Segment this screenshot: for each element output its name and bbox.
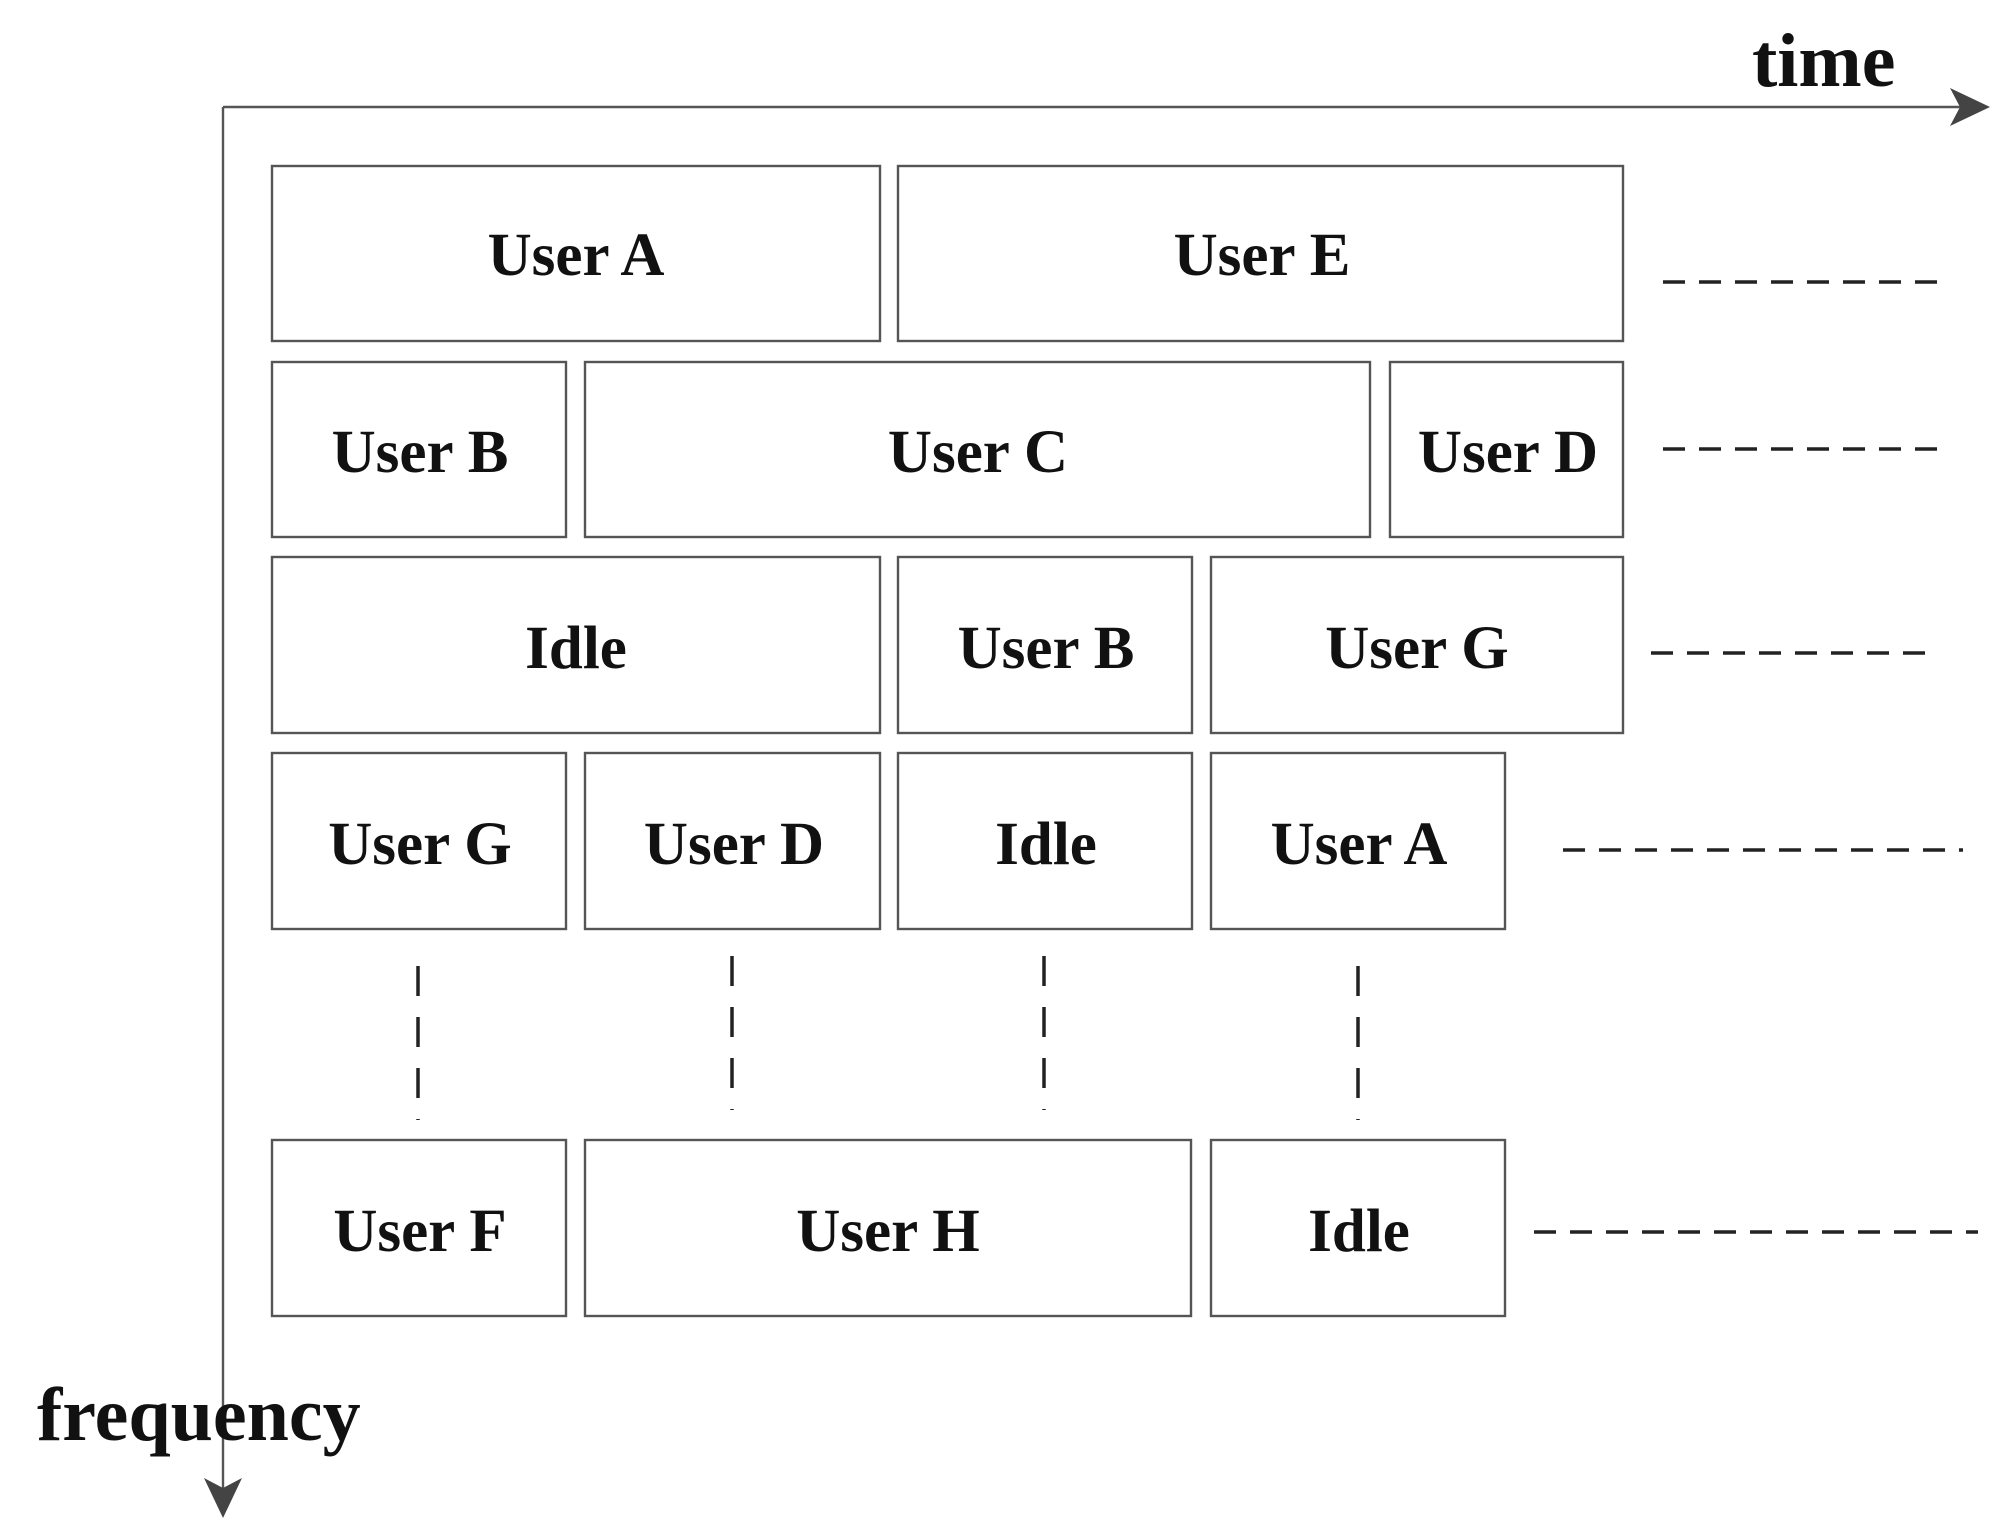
slot-label: Idle (525, 615, 627, 682)
row-last: User F User H Idle (270, 1138, 1978, 1318)
slot-label: User D (1418, 419, 1598, 486)
slot-row2-2 (583, 360, 1372, 539)
slot-label: User B (332, 419, 509, 486)
slot-row4-3 (896, 751, 1194, 931)
slot-label: User F (333, 1198, 506, 1265)
slot-label: User A (1271, 811, 1448, 878)
slot-row4-1 (270, 751, 568, 931)
time-axis-label: time (1752, 19, 1895, 103)
time-axis-arrowhead (1950, 88, 1990, 126)
slot-label: User G (1325, 615, 1509, 682)
slot-label: User E (1174, 222, 1351, 289)
slot-row5-3 (1209, 1138, 1507, 1318)
slot-row4-2 (583, 751, 882, 931)
slot-row3-3 (1209, 555, 1625, 735)
slot-row1-1 (270, 164, 882, 343)
slot-row5-1 (270, 1138, 568, 1318)
row-1: User A User E (270, 164, 1938, 343)
slot-row4-4 (1209, 751, 1507, 931)
slot-label: User G (328, 811, 512, 878)
slot-label: User D (644, 811, 824, 878)
row-2: User B User C User D (270, 360, 1938, 539)
slot-label: User A (488, 222, 665, 289)
slot-row3-1 (270, 555, 882, 735)
frequency-axis-arrowhead (204, 1478, 242, 1518)
slot-label: User H (796, 1198, 980, 1265)
slot-row3-2 (896, 555, 1194, 735)
slot-label: User C (888, 419, 1068, 486)
row-3: Idle User B User G (270, 555, 1928, 735)
slot-row2-3 (1388, 360, 1625, 539)
slot-row2-1 (270, 360, 568, 539)
slot-label: Idle (995, 811, 1097, 878)
slot-label: User B (958, 615, 1135, 682)
slot-row1-2 (896, 164, 1625, 343)
row-4: User G User D Idle User A (270, 751, 1963, 931)
column-continuation (416, 956, 1360, 1120)
frequency-axis-label: frequency (37, 1373, 361, 1457)
slot-label: Idle (1308, 1198, 1410, 1265)
slot-row5-2 (583, 1138, 1193, 1318)
